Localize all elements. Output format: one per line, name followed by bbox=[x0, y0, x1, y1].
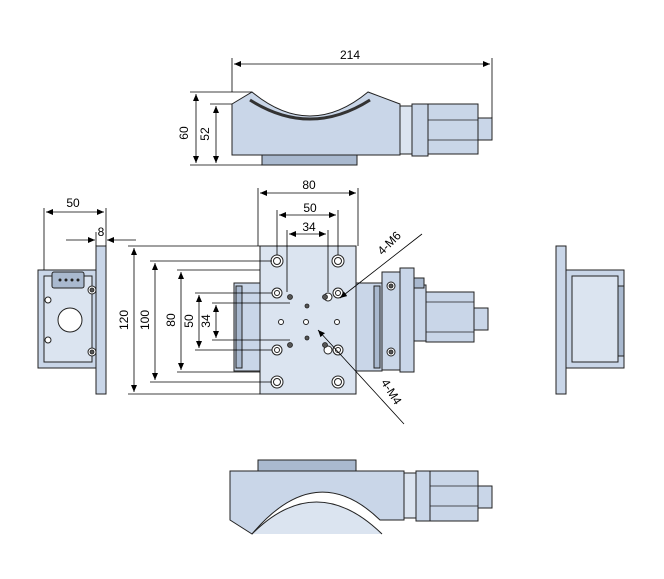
dim-60: 60 bbox=[177, 126, 191, 140]
dim-side-50: 50 bbox=[66, 196, 80, 210]
dim-34-height: 34 bbox=[199, 314, 213, 328]
left-side-view bbox=[37, 208, 136, 395]
top-view bbox=[190, 58, 493, 166]
dim-34-width: 34 bbox=[302, 220, 316, 234]
dim-120-height: 120 bbox=[117, 310, 131, 330]
callout-4-m6: 4-M6 bbox=[375, 228, 404, 257]
dim-80-width: 80 bbox=[302, 178, 316, 192]
dim-50-height: 50 bbox=[182, 314, 196, 328]
callout-4-m4: 4-M4 bbox=[378, 377, 405, 408]
plan-view bbox=[128, 188, 489, 425]
dim-100-height: 100 bbox=[138, 310, 152, 330]
bottom-view bbox=[229, 459, 493, 535]
dim-80-height: 80 bbox=[164, 313, 178, 327]
dim-52: 52 bbox=[198, 127, 212, 141]
right-side-view bbox=[555, 245, 625, 395]
dim-214: 214 bbox=[340, 48, 360, 62]
dim-side-8: 8 bbox=[98, 225, 105, 239]
dim-50-width: 50 bbox=[303, 201, 317, 215]
